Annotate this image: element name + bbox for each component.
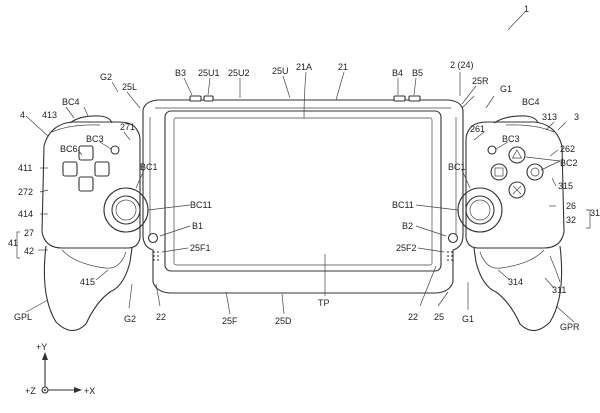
speaker-left <box>153 251 159 261</box>
label-413: 413 <box>42 110 57 120</box>
label-25l: 25L <box>122 82 137 92</box>
label-25f1: 25F1 <box>190 243 211 253</box>
label-fig: 1 <box>524 4 529 14</box>
label-25u2: 25U2 <box>228 68 250 78</box>
label-25: 25 <box>434 312 444 322</box>
label-311: 311 <box>552 285 566 295</box>
label-2-24: 2 (24) <box>450 60 474 70</box>
label-25u: 25U <box>272 66 289 76</box>
button-b1-shape <box>147 232 159 244</box>
label-25f2: 25F2 <box>396 243 417 253</box>
label-261: 261 <box>470 124 485 134</box>
main-body <box>142 99 464 294</box>
label-bc11-right: BC11 <box>392 200 414 210</box>
stick-right-base <box>457 187 503 233</box>
label-bc11-left: BC11 <box>190 200 212 210</box>
label-bc3-right: BC3 <box>502 134 520 144</box>
speaker-right <box>447 251 453 261</box>
label-b2: B2 <box>402 221 413 231</box>
label-axis-x: +X <box>84 386 95 396</box>
label-41: 41 <box>8 238 18 248</box>
label-g2-bottom: G2 <box>124 314 136 324</box>
stick-left-base <box>103 187 149 233</box>
left-controller <box>41 115 149 332</box>
label-26: 26 <box>566 201 576 211</box>
label-g2-top: G2 <box>100 72 112 82</box>
label-21a: 21A <box>296 62 312 72</box>
label-414: 414 <box>18 209 33 219</box>
labels: 1 2 (24) B3 25U1 25U2 25U 21A 21 B4 B5 G… <box>8 4 600 396</box>
button-b5-shape <box>408 95 421 102</box>
label-bc4-right: BC4 <box>522 97 540 107</box>
label-bc1-right: BC1 <box>448 162 466 172</box>
label-42: 42 <box>24 246 34 256</box>
label-271: 271 <box>120 122 135 132</box>
right-controller <box>457 115 565 332</box>
label-bc2: BC2 <box>560 158 578 168</box>
label-3: 3 <box>574 112 579 122</box>
label-272: 272 <box>18 187 33 197</box>
label-22-left: 22 <box>156 312 166 322</box>
port-25u1-shape <box>203 95 214 102</box>
label-21: 21 <box>338 62 348 72</box>
label-axis-z: +Z <box>25 386 36 396</box>
dpad-shape <box>62 145 110 192</box>
label-314: 314 <box>508 277 523 287</box>
label-25u1: 25U1 <box>198 68 220 78</box>
label-b1: B1 <box>192 221 203 231</box>
label-313: 313 <box>542 112 557 122</box>
label-25r: 25R <box>472 76 489 86</box>
label-415: 415 <box>80 277 95 287</box>
button-bc3-left-shape <box>110 145 120 155</box>
label-25f: 25F <box>222 316 238 326</box>
label-bc3-left: BC3 <box>86 134 104 144</box>
label-b5: B5 <box>412 68 423 78</box>
label-bc1-left: BC1 <box>140 162 158 172</box>
axis-indicator <box>41 352 82 394</box>
button-b3-shape <box>189 95 202 102</box>
label-g1-bottom: G1 <box>462 314 474 324</box>
label-bc4-left: BC4 <box>62 97 80 107</box>
leader-lines <box>16 11 591 323</box>
label-262: 262 <box>560 144 575 154</box>
label-g1-top: G1 <box>500 84 512 94</box>
label-32: 32 <box>566 215 576 225</box>
button-b4-shape <box>393 95 406 102</box>
label-gpl: GPL <box>14 312 32 322</box>
top-buttons <box>189 95 421 102</box>
label-4: 4 <box>20 110 25 120</box>
label-411: 411 <box>18 163 32 173</box>
label-31: 31 <box>590 208 600 218</box>
label-25d: 25D <box>275 316 292 326</box>
label-bc6: BC6 <box>60 144 78 154</box>
label-tp: TP <box>318 298 330 308</box>
label-axis-y: +Y <box>36 342 47 352</box>
label-b4: B4 <box>392 68 403 78</box>
label-22-right: 22 <box>408 312 418 322</box>
label-gpr: GPR <box>560 322 580 332</box>
label-315: 315 <box>558 181 573 191</box>
button-b2-shape <box>447 232 459 244</box>
display-screen <box>164 110 442 272</box>
button-bc3-right-shape <box>487 145 497 155</box>
face-buttons-shape <box>490 146 544 199</box>
label-27: 27 <box>24 228 34 238</box>
label-b3: B3 <box>175 68 186 78</box>
